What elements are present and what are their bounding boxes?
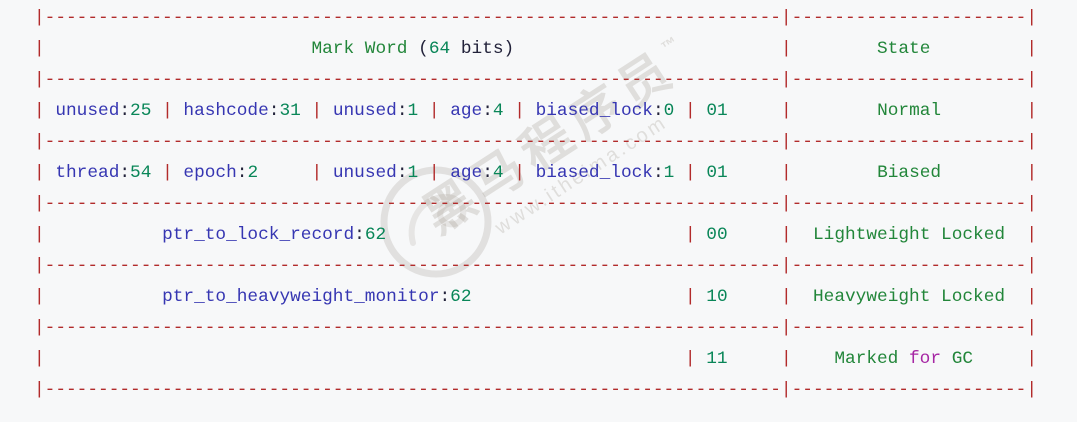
table-row: |---------------------------------------… [34, 256, 1038, 276]
ascii-table: |---------------------------------------… [34, 8, 1038, 400]
table-row: |---------------------------------------… [34, 380, 1038, 400]
table-row: |---------------------------------------… [34, 132, 1038, 152]
table-row: | thread:54 | epoch:2 | unused:1 | age:4… [34, 163, 1038, 183]
table-row: |---------------------------------------… [34, 70, 1038, 90]
table-row: | ptr_to_lock_record:62 | 00 | Lightweig… [34, 225, 1038, 245]
table-row: | Mark Word (64 bits) | State | [34, 39, 1038, 59]
table-row: | unused:25 | hashcode:31 | unused:1 | a… [34, 101, 1038, 121]
table-row: | ptr_to_heavyweight_monitor:62 | 10 | H… [34, 287, 1038, 307]
table-row: | | 11 | Marked for GC | [34, 349, 1038, 369]
table-row: |---------------------------------------… [34, 194, 1038, 214]
table-row: |---------------------------------------… [34, 8, 1038, 28]
table-row: |---------------------------------------… [34, 318, 1038, 338]
